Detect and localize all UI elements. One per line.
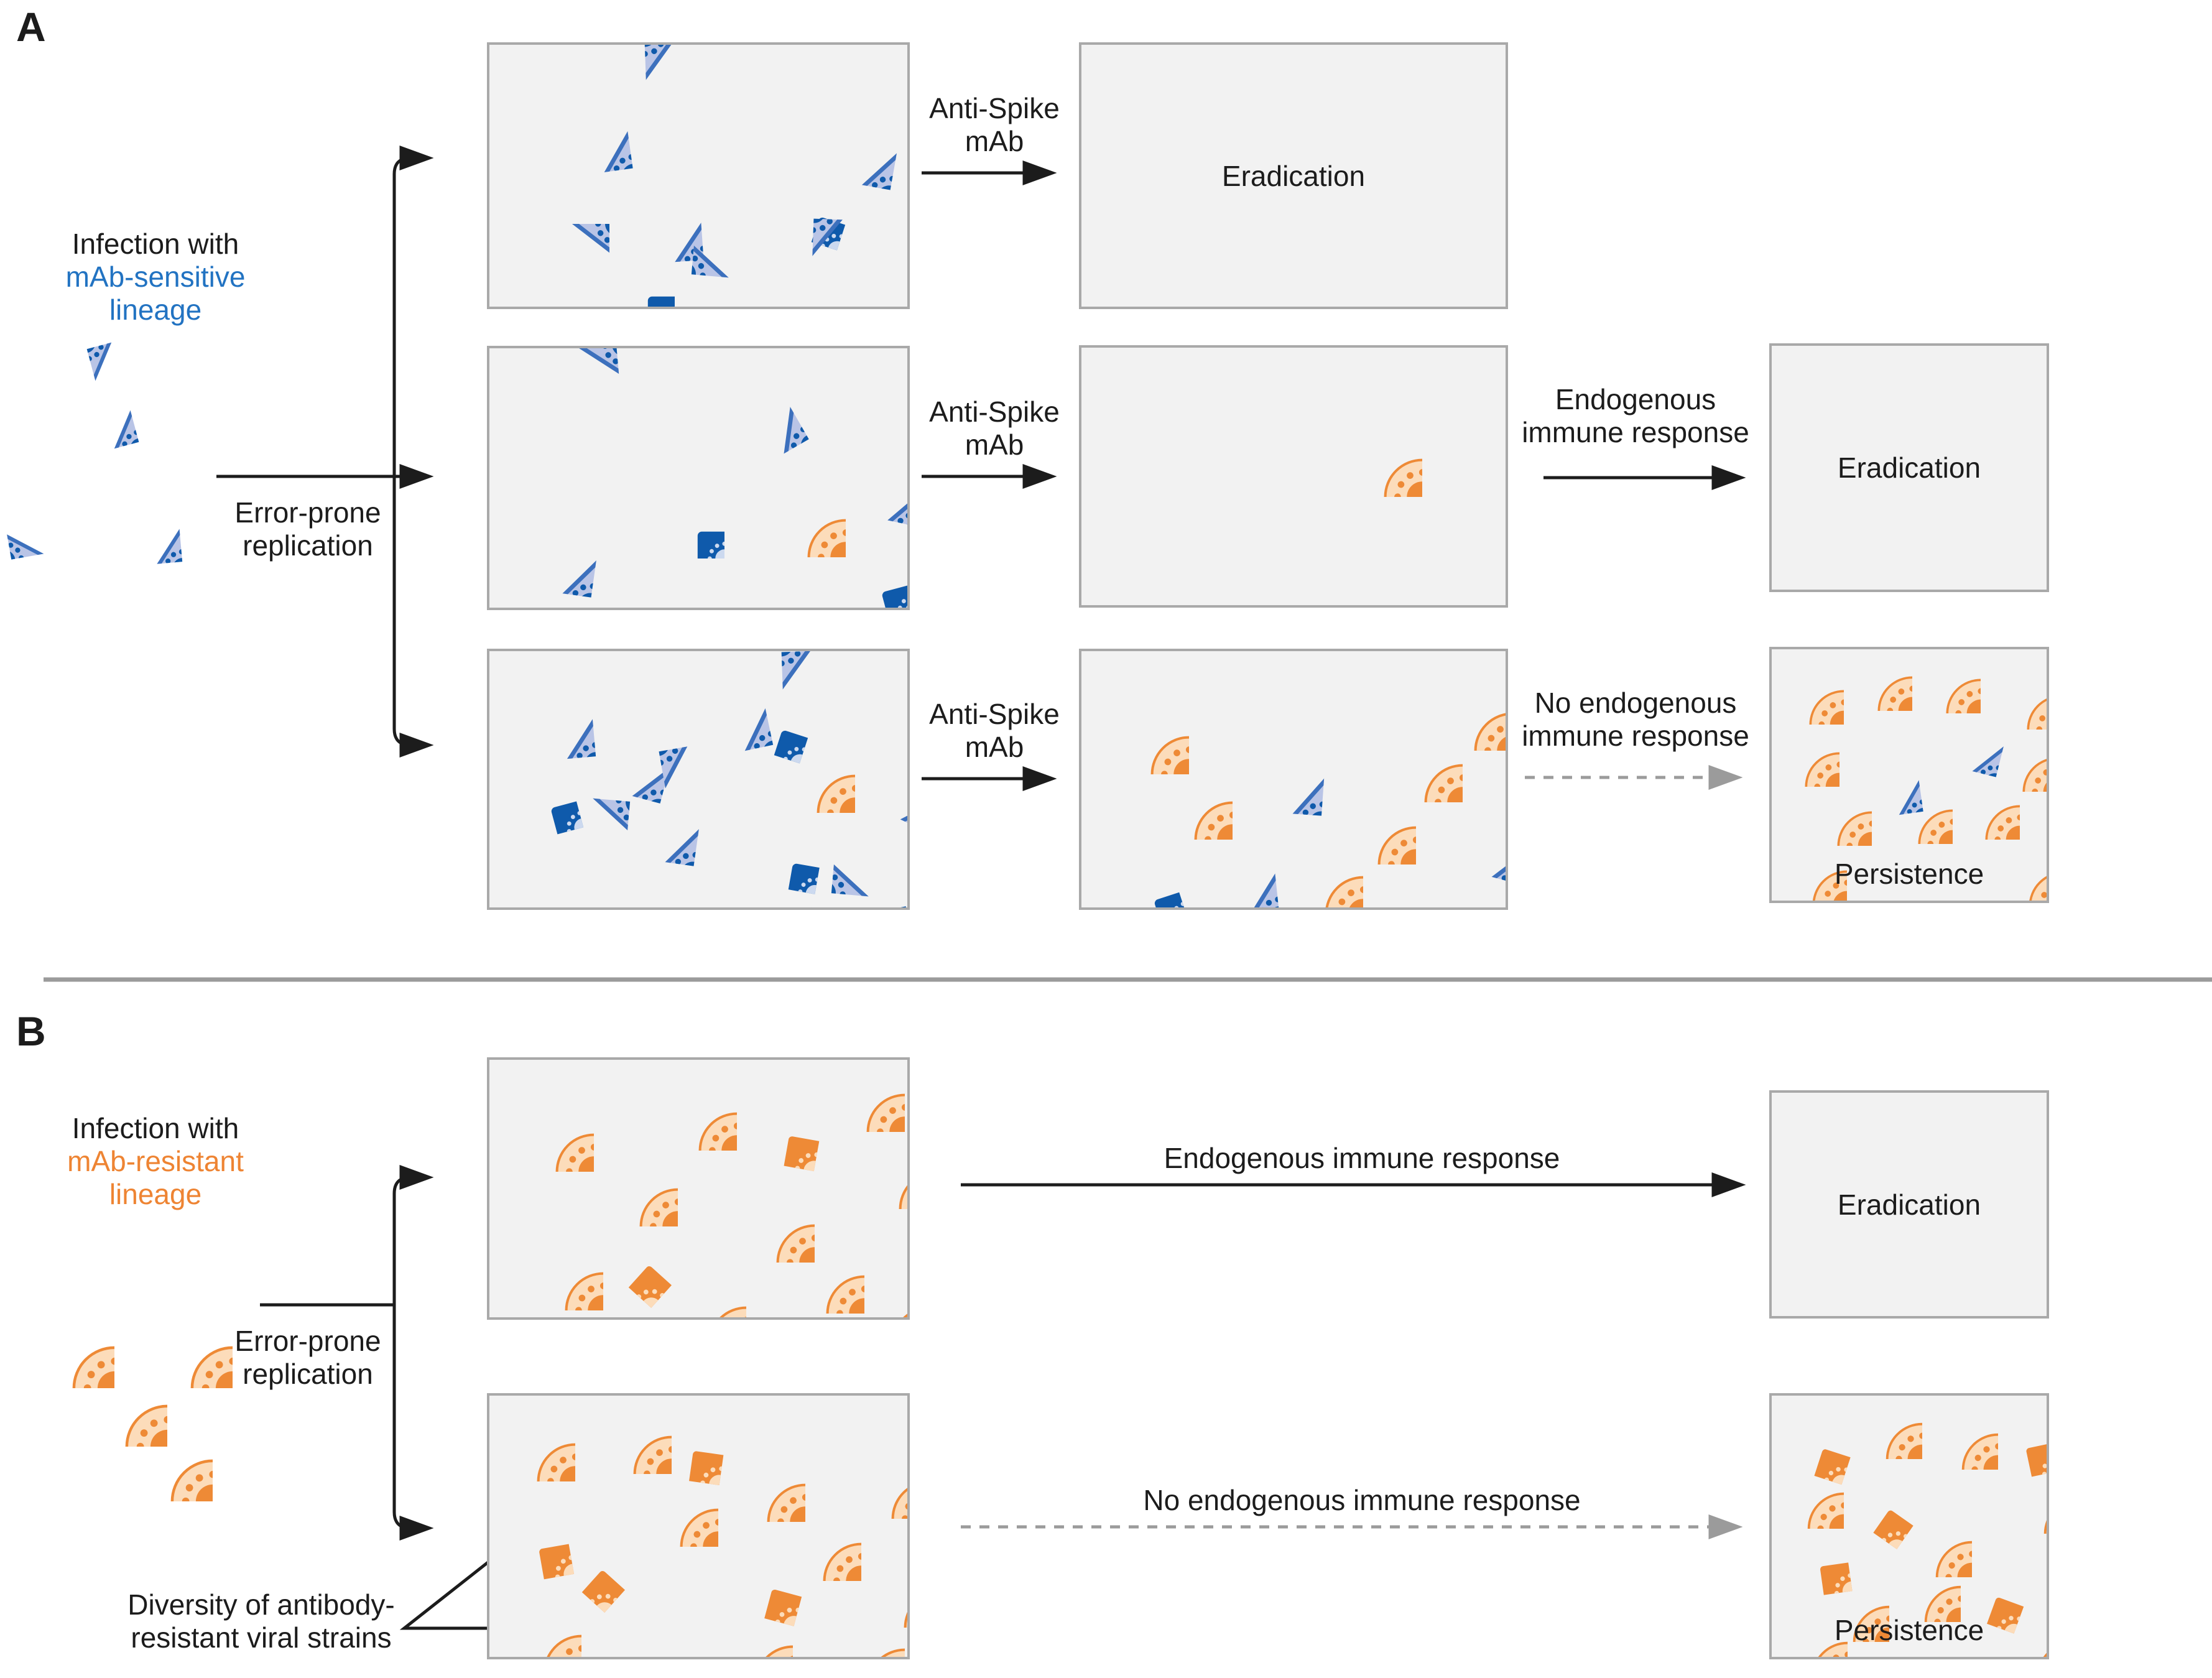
anti-spike-arrows [922,160,1057,791]
anti-spike-row1-line1: Anti-Spike [929,92,1060,124]
replication-label-a: Error-prone replication [234,496,381,562]
mab-resistant-virus-icon [491,1398,575,1481]
endogenous-b-line1: Endogenous immune response [1164,1142,1560,1174]
mab-sensitive-virus-icon [675,225,807,309]
infection-label-b-line3: lineage [109,1178,202,1210]
mab-resistant-virus-icon [1881,1542,1961,1622]
arrow-b-row1 [392,1165,434,1305]
mab-sensitive-virus-icon [517,525,648,610]
mab-sensitive-variant-virus-icon [591,239,675,310]
anti-spike-row3-line1: Anti-Spike [929,698,1060,730]
anti-spike-row1-line2: mAb [965,125,1024,157]
anti-spike-row3-line2: mAb [965,731,1024,763]
box-a2-population [487,346,910,610]
infection-label-b-line1: Infection with [72,1112,239,1144]
caption-a3-outcome-persistence: Persistence [1834,858,1984,890]
box-b2-population [487,1393,910,1659]
box-a3-midstate [1079,649,1508,910]
box-a1-outcome: Eradication [1079,42,1508,309]
box-a3-population [487,649,910,910]
mab-resistant-virus-icon [497,1589,581,1660]
diversity-label-line2: resistant viral strains [131,1621,392,1654]
mab-resistant-virus-icon [709,1600,793,1660]
diversity-label: Diversity of antibody- resistant viral s… [127,1588,395,1654]
box-b1-population [487,1057,910,1320]
mab-resistant-virus-icon [519,1226,603,1310]
mab-sensitive-virus-icon [67,455,182,571]
arrow-a-row1 [392,146,434,476]
no-endogenous-label-a: No endogenous immune response [1522,687,1749,753]
mab-resistant-virus-icon [2001,1454,2049,1534]
replication-label-a-line2: replication [243,529,373,562]
mab-sensitive-virus-icon [678,527,805,610]
mab-resistant-virus-icon [1877,768,1953,844]
infection-label-b-line2: mAb-resistant [67,1145,244,1177]
mab-resistant-virus-icon [510,1088,594,1172]
infection-label-a: Infection with mAb-sensitive lineage [66,228,246,327]
replication-label-b: Error-prone replication [234,1325,381,1391]
mab-resistant-virus-icon [821,1603,905,1660]
panel-b-label: B [16,1008,46,1054]
infection-label-b: Infection with mAb-resistant lineage [67,1112,244,1211]
endogenous-label-b: Endogenous immune response [1164,1142,1560,1175]
endogenous-a-line1: Endogenous [1555,383,1716,415]
anti-spike-label-row1: Anti-Spike mAb [929,92,1060,158]
arrow-b-row2 [392,1305,434,1541]
anti-spike-label-row3: Anti-Spike mAb [929,698,1060,764]
no-endogenous-a-line1: No endogenous [1534,687,1737,719]
box-a3-outcome-persistence: Persistence [1769,647,2049,903]
box-a2-midstate [1079,345,1508,608]
replication-label-a-line1: Error-prone [234,496,381,529]
caption-a2-outcome: Eradication [1837,452,1981,484]
caption-b1-outcome: Eradication [1837,1188,1981,1221]
mab-sensitive-virus-icon [495,346,626,476]
panel-a-label: A [16,4,46,50]
panel-a-branch-arrows [216,146,434,758]
box-a2-outcome: Eradication [1769,343,2049,592]
endogenous-label-a: Endogenous immune response [1522,383,1749,449]
mab-resistant-virus-icon [1338,413,1422,497]
mab-resistant-virus-icon [1944,764,2020,840]
box-a1-population [487,42,910,309]
box-b1-outcome: Eradication [1769,1090,2049,1319]
mab-resistant-virus-icon [662,1261,746,1320]
endogenous-a-line2: immune response [1522,416,1749,448]
anti-spike-row2-line1: Anti-Spike [929,396,1060,428]
replication-label-b-line2: replication [243,1358,373,1390]
arrow-a-row3 [392,476,434,758]
mab-resistant-virus-icon [846,1261,910,1320]
mab-resistant-virus-icon [821,1057,905,1132]
anti-spike-label-row2: Anti-Spike mAb [929,396,1060,461]
replication-label-b-line1: Error-prone [234,1325,381,1357]
diversity-label-line1: Diversity of antibody- [127,1588,395,1621]
mab-resistant-virus-icon [1836,647,1912,711]
anti-spike-row2-line2: mAb [965,429,1024,461]
no-endogenous-a-line2: immune response [1522,720,1749,752]
infection-label-a-line2: mAb-sensitive [65,261,246,293]
caption-b2-outcome-persistence: Persistence [1834,1614,1984,1646]
infection-label-a-line3: lineage [109,294,202,326]
mab-resistant-virus-icon [653,1067,737,1151]
no-endogenous-b-line1: No endogenous immune response [1143,1484,1581,1516]
mab-resistant-virus-icon [121,1409,213,1501]
mab-resistant-variant-virus-icon [728,1070,829,1171]
no-endogenous-label-b: No endogenous immune response [1143,1484,1580,1517]
mab-resistant-virus-icon [853,1125,910,1209]
mab-sensitive-variant-virus-icon [812,850,910,910]
infection-label-a-line1: Infection with [72,228,239,260]
caption-a1-outcome: Eradication [1221,159,1366,192]
box-b2-outcome-persistence: Persistence [1769,1393,2049,1659]
mab-sensitive-virus-icon [809,218,910,309]
